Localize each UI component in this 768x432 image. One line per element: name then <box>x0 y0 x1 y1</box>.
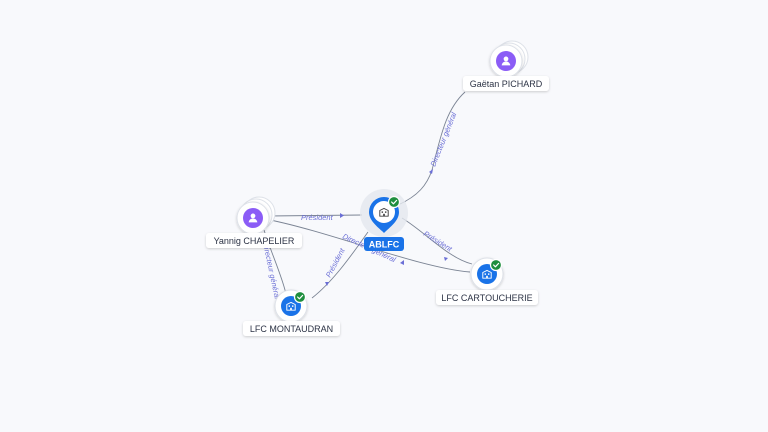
center-label-box <box>364 237 404 251</box>
edge-label-ablfc-cartoucherie: Président <box>422 229 454 254</box>
check-badge-icon <box>293 290 307 304</box>
edge-label-montaudran-ablfc: Président <box>324 246 347 279</box>
arrow-gaetan-ablfc <box>429 169 433 174</box>
center-label: ABLFC <box>369 240 400 250</box>
check-badge-icon <box>387 195 401 209</box>
arrow-yannig-ablfc <box>340 213 344 218</box>
arrow-yannig-cartoucherie <box>400 260 404 265</box>
node-gaetan-pichard[interactable]: Gaëtan PICHARD <box>463 40 549 91</box>
arrow-montaudran-ablfc <box>325 282 329 286</box>
arrow-ablfc-cartoucherie <box>444 257 448 261</box>
check-badge-icon <box>489 258 503 272</box>
edge-ablfc-cartoucherie[interactable] <box>401 217 473 265</box>
node-center-ablfc[interactable]: ABLFC <box>360 189 408 251</box>
node-label-box <box>463 76 549 91</box>
edge-label-gaetan-ablfc: Directeur général <box>429 111 459 168</box>
node-label-box <box>206 233 302 248</box>
node-label-gaetan: Gaëtan PICHARD <box>470 79 543 89</box>
edge-gaetan-ablfc[interactable] <box>397 91 466 206</box>
node-label-box <box>243 321 340 336</box>
edges <box>263 91 473 299</box>
edge-montaudran-ablfc[interactable] <box>311 231 369 299</box>
node-label-montaudran: LFC MONTAUDRAN <box>250 324 333 334</box>
node-yannig-chapelier[interactable]: Yannig CHAPELIER <box>206 196 302 248</box>
edge-yannig-ablfc[interactable] <box>267 214 363 217</box>
edge-labels: Président Directeur général Directeur gé… <box>261 111 458 300</box>
node-label-cartoucherie: LFC CARTOUCHERIE <box>441 293 532 303</box>
edge-arrows <box>325 169 448 286</box>
node-lfc-montaudran[interactable]: LFC MONTAUDRAN <box>243 289 340 336</box>
edge-label-yannig-ablfc: Président <box>301 213 334 222</box>
node-lfc-cartoucherie[interactable]: LFC CARTOUCHERIE <box>436 257 538 305</box>
node-label-yannig: Yannig CHAPELIER <box>214 236 295 246</box>
node-label-box <box>436 290 538 305</box>
